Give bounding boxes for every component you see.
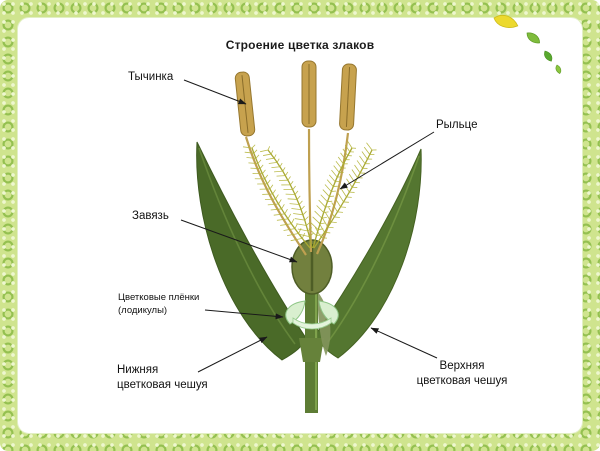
- decorative-leaf-green: [544, 50, 553, 62]
- stamen-filament-middle: [307, 128, 313, 253]
- palea-leaf: [315, 148, 422, 359]
- lodicule-right: [318, 300, 339, 325]
- label-lodicules: Цветковые плёнки (лодикулы): [118, 292, 200, 316]
- lodicule-left: [285, 300, 306, 325]
- lemma-leaf: [196, 141, 307, 361]
- arrow-to-stamen: [183, 79, 247, 105]
- lemma-leaf-vein: [198, 147, 296, 345]
- label-lemma: Нижняя цветковая чешуя: [117, 364, 208, 391]
- anther-middle: [301, 60, 317, 128]
- pointer-arrows: [180, 79, 438, 373]
- label-stamen: Тычинка: [128, 71, 174, 83]
- arrow-to-lodicules: [204, 309, 284, 320]
- arrow-to-stigma: [339, 131, 435, 190]
- stamen-filament-right: [315, 132, 350, 255]
- decorative-leaves: [493, 15, 562, 74]
- stem-node: [299, 338, 324, 362]
- anther-right: [339, 63, 357, 131]
- lodicule-band: [292, 317, 332, 330]
- label-palea: Верхняя цветковая чешуя: [416, 360, 508, 387]
- arrow-to-lemma: [197, 336, 268, 373]
- palea-leaf-vein: [327, 155, 420, 343]
- diagram-title: Строение цветка злаков: [225, 38, 375, 52]
- stigma-plumes: [242, 141, 377, 249]
- decorative-leaf-yellow: [493, 15, 519, 28]
- label-stigma: Рыльце: [436, 119, 478, 131]
- decorative-leaf-green: [526, 32, 540, 44]
- decorative-leaf-green: [555, 64, 562, 74]
- label-ovary: Завязь: [132, 210, 169, 222]
- arrow-to-palea: [370, 327, 438, 359]
- arrow-to-ovary: [180, 219, 298, 263]
- stamen-filament-left: [244, 136, 307, 256]
- content-panel: [17, 17, 583, 434]
